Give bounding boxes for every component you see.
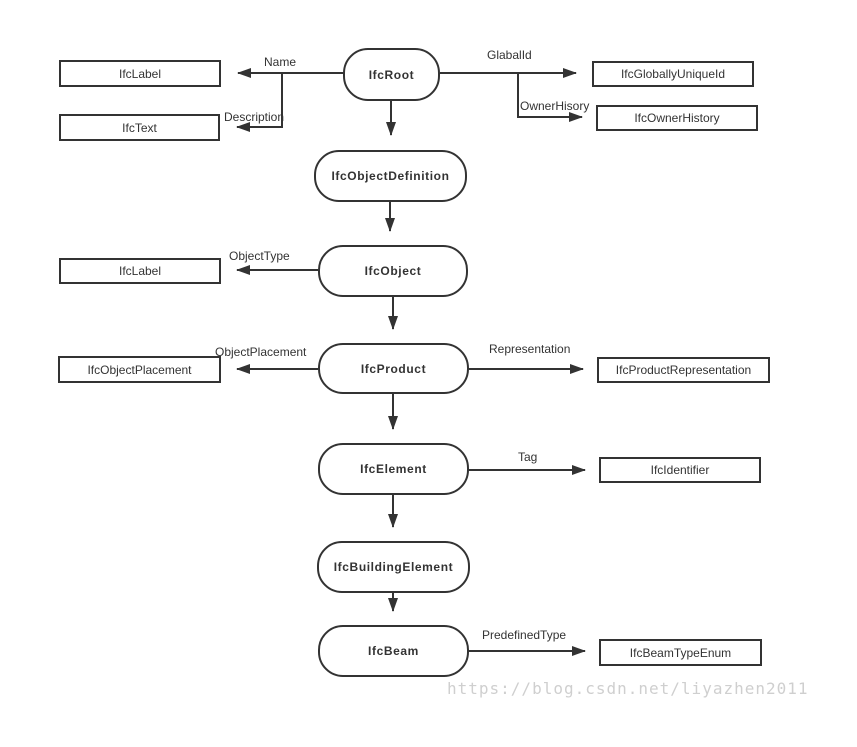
node-ifcobjectdefinition: IfcObjectDefinition: [314, 150, 467, 202]
node-ifcobject: IfcObject: [318, 245, 468, 297]
edge-label-ownerhistory: OwnerHisory: [520, 99, 590, 113]
node-ifcroot-label: IfcRoot: [368, 67, 415, 82]
node-ifcbuildingelement: IfcBuildingElement: [317, 541, 470, 593]
typebox-ifcidentifier-label: IfcIdentifier: [650, 463, 710, 477]
edge-label-objectplacement: ObjectPlacement: [215, 345, 307, 359]
node-ifcobjectdefinition-label: IfcObjectDefinition: [331, 169, 450, 183]
node-ifcbeam-label: IfcBeam: [368, 644, 419, 658]
watermark-url: https://blog.csdn.net/liyazhen2011: [447, 679, 809, 698]
typebox-ifclabel-name-label: IfcLabel: [118, 66, 162, 81]
edge-root-to-ifctext: [236, 73, 283, 132]
edge-label-objecttype: ObjectType: [229, 249, 290, 263]
node-ifcelement-label: IfcElement: [360, 462, 427, 476]
node-ifcelement: IfcElement: [318, 443, 469, 495]
typebox-ifcproductrepresentation-label: IfcProductRepresentation: [615, 363, 752, 377]
edge-label-predefinedtype: PredefinedType: [482, 628, 567, 642]
node-ifcproduct-label: IfcProduct: [360, 361, 427, 376]
edge-label-representation: Representation: [489, 342, 571, 356]
edge-label-description: Description: [224, 110, 285, 124]
typebox-ifcbeamtypeenum: IfcBeamTypeEnum: [599, 639, 762, 666]
typebox-ifclabel-objecttype-label: IfcLabel: [118, 264, 162, 278]
typebox-ifcproductrepresentation: IfcProductRepresentation: [597, 357, 770, 383]
edge-label-name: Name: [264, 55, 297, 69]
typebox-ifcownerhistory: IfcOwnerHistory: [596, 105, 758, 131]
typebox-ifclabel-name: IfcLabel: [59, 60, 221, 87]
typebox-ifcobjectplacement: IfcObjectPlacement: [58, 356, 221, 383]
edge-root-to-ownerhistory: [517, 73, 583, 122]
node-ifcbeam: IfcBeam: [318, 625, 469, 677]
typebox-ifcownerhistory-label: IfcOwnerHistory: [634, 111, 720, 125]
typebox-ifcobjectplacement-label: IfcObjectPlacement: [87, 362, 192, 377]
typebox-ifcgloballyuniqueid-label: IfcGloballyUniqueId: [620, 67, 726, 81]
edge-label-globalid: GlabalId: [487, 48, 532, 62]
typebox-ifcbeamtypeenum-label: IfcBeamTypeEnum: [629, 645, 732, 660]
typebox-ifcgloballyuniqueid: IfcGloballyUniqueId: [592, 61, 754, 87]
typebox-ifctext: IfcText: [59, 114, 220, 141]
edge-label-tag: Tag: [518, 450, 538, 464]
typebox-ifcidentifier: IfcIdentifier: [599, 457, 761, 483]
node-ifcobject-label: IfcObject: [364, 264, 422, 278]
typebox-ifctext-label: IfcText: [122, 120, 157, 135]
node-ifcroot: IfcRoot: [343, 48, 440, 101]
node-ifcbuildingelement-label: IfcBuildingElement: [333, 560, 454, 574]
typebox-ifclabel-objecttype: IfcLabel: [59, 258, 221, 284]
node-ifcproduct: IfcProduct: [318, 343, 469, 394]
